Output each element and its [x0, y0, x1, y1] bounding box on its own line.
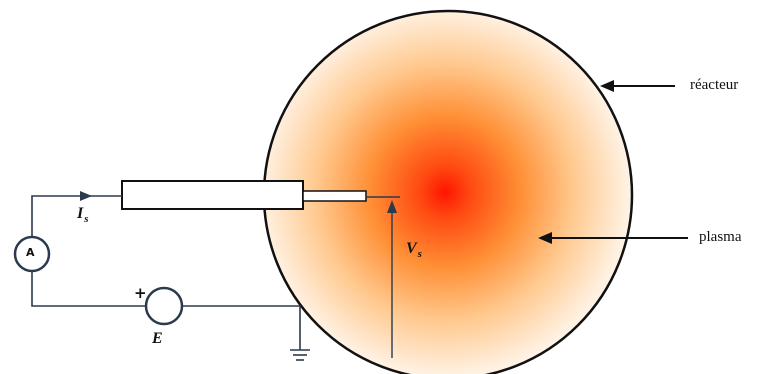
source-label: E: [152, 330, 163, 347]
plasma-label: plasma: [699, 229, 742, 245]
ground-symbol: [290, 349, 310, 361]
probe-body: [121, 180, 304, 210]
voltage-source: [144, 286, 184, 326]
ammeter: [13, 235, 51, 273]
circuit-wires: [31, 195, 301, 350]
voltage-arrow: [387, 200, 397, 358]
current-label: Is: [77, 205, 89, 225]
current-arrow: [80, 191, 92, 201]
plus-sign: +: [134, 284, 147, 302]
ammeter-label: A: [26, 246, 35, 259]
reactor-arrow: [600, 80, 675, 92]
probe-tip: [302, 190, 367, 202]
voltage-label: Vs: [406, 240, 422, 260]
reactor-label: réacteur: [690, 77, 739, 93]
plasma-arrow: [538, 232, 688, 244]
